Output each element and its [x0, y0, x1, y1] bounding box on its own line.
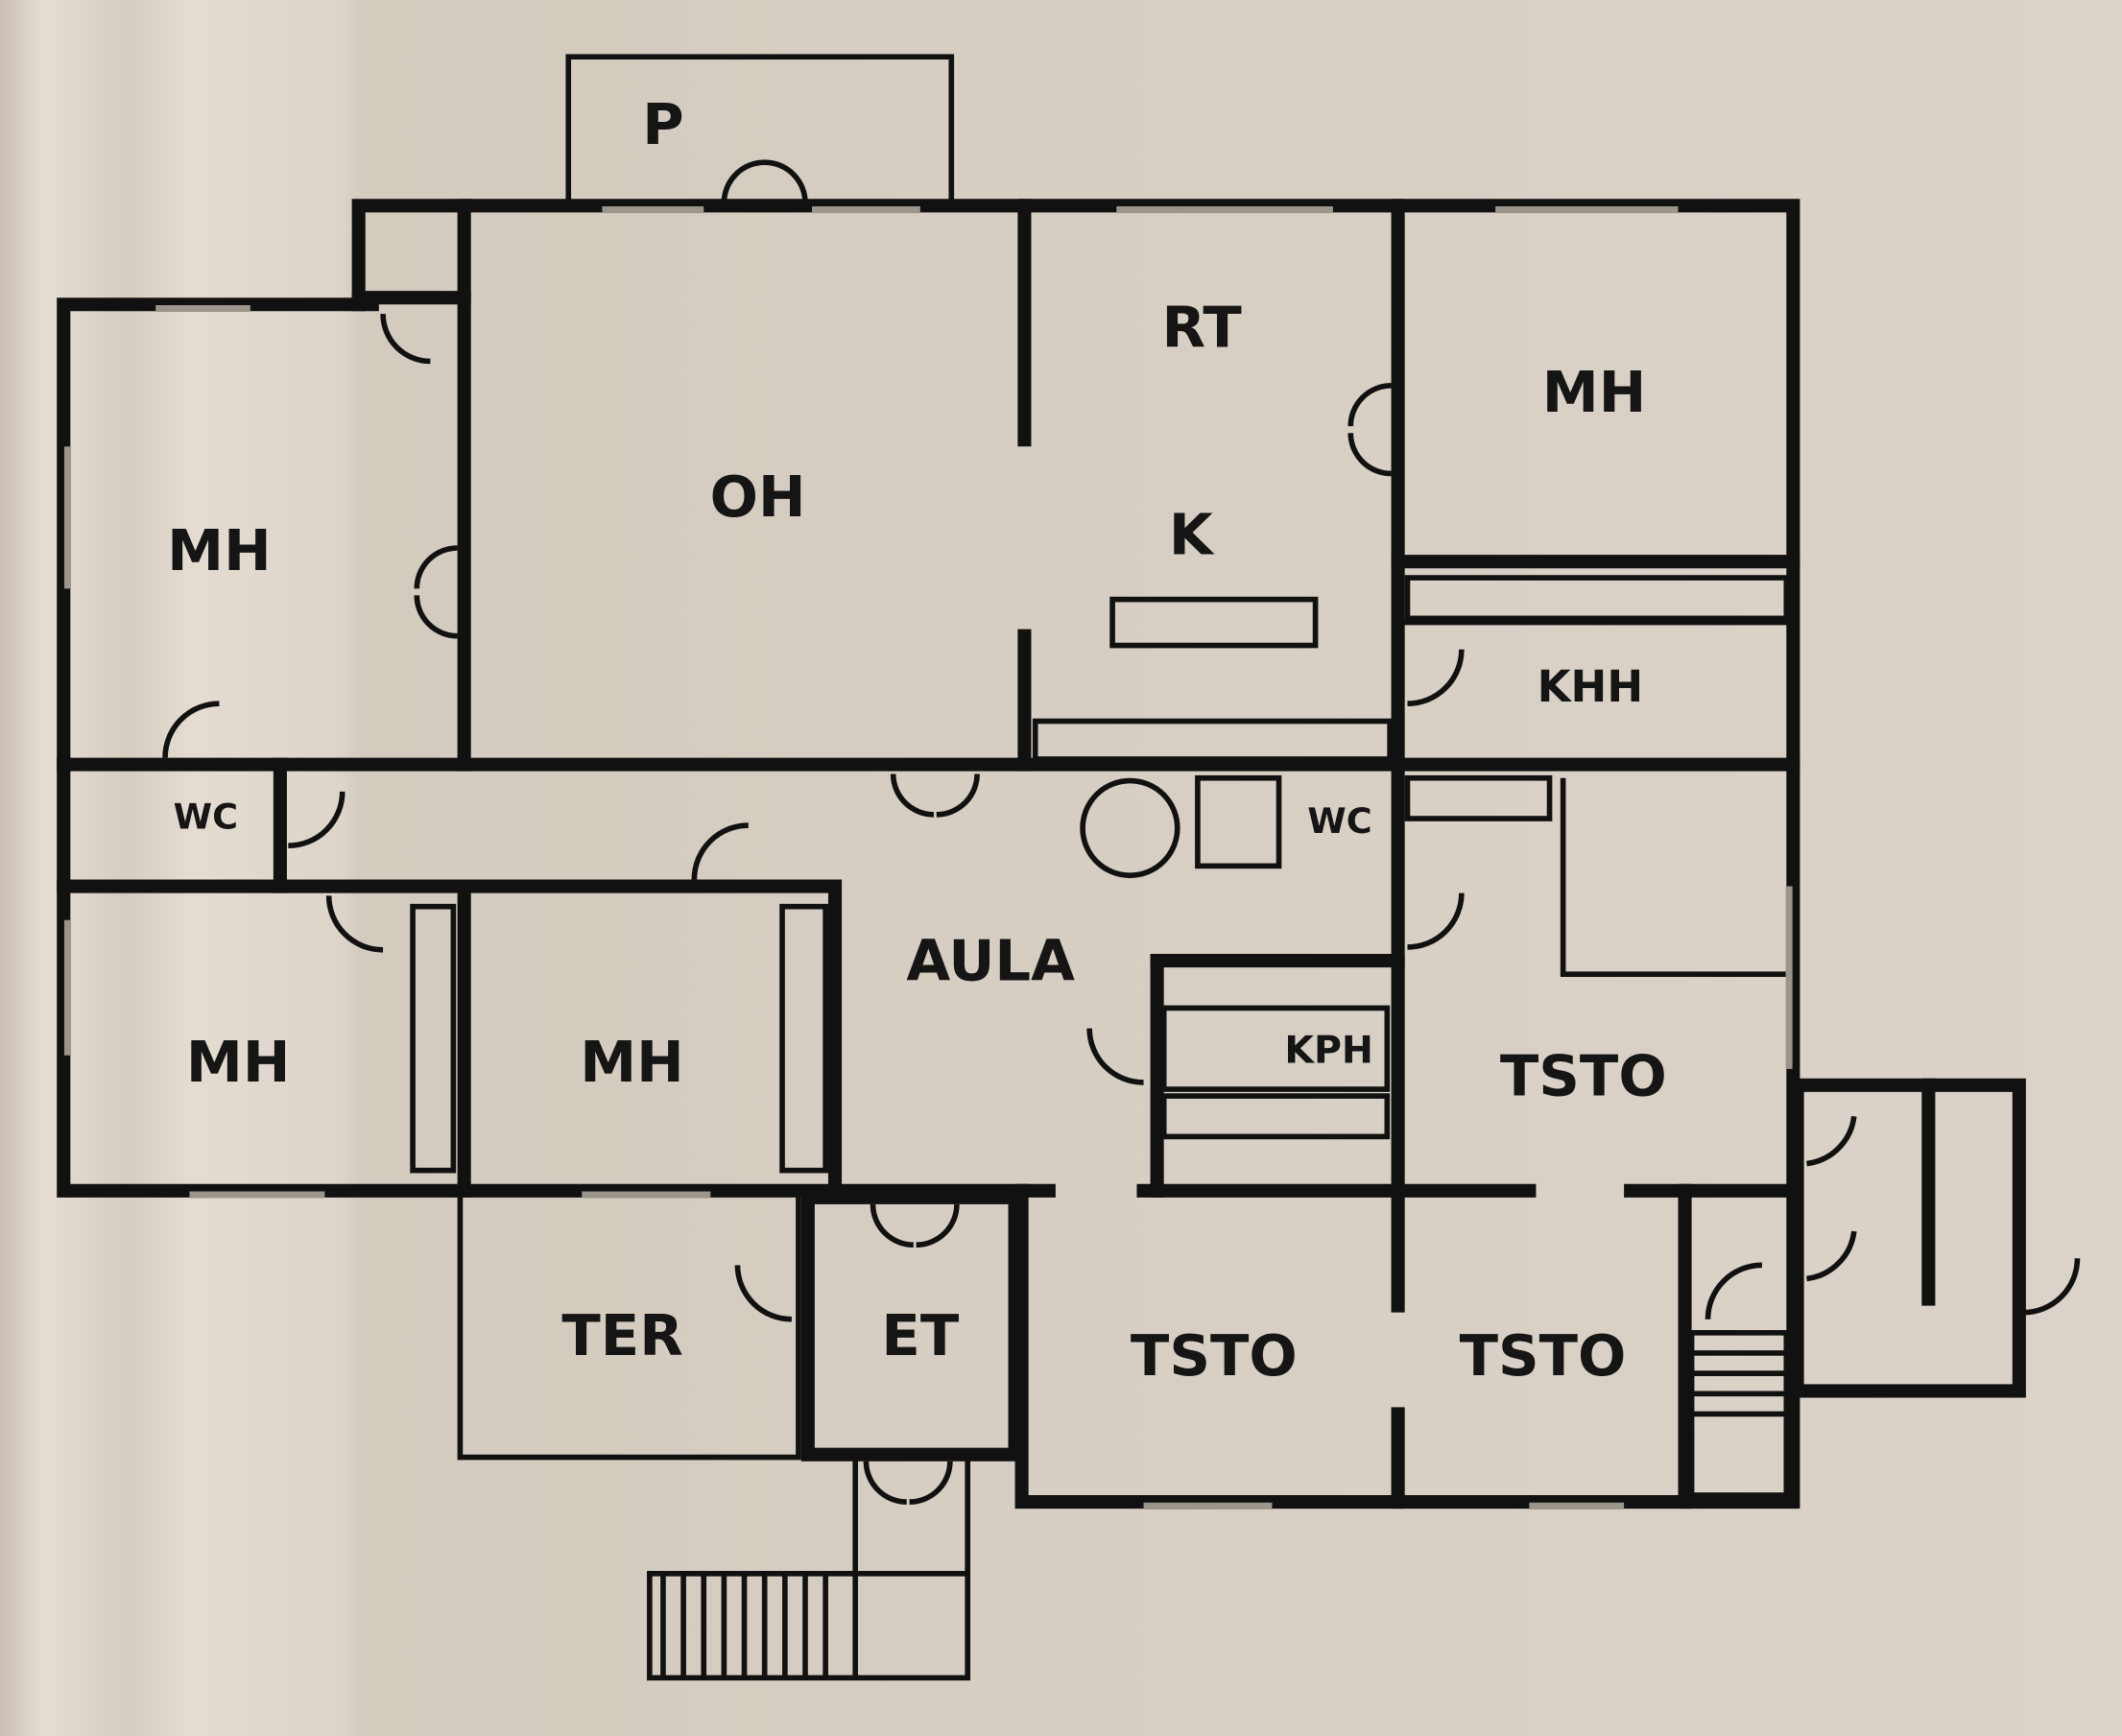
- room-label-wc-left: WC: [174, 797, 238, 838]
- room-label-et: ET: [881, 1302, 959, 1368]
- room-label-k: K: [1169, 501, 1215, 567]
- room-label-khh: KHH: [1538, 661, 1643, 712]
- room-label-mh-top-right: MH: [1542, 359, 1647, 425]
- doors: [162, 159, 2081, 1505]
- room-label-ter: TER: [561, 1302, 682, 1368]
- room-label-mh-center: MH: [580, 1029, 684, 1095]
- room-label-tsto-bottom-left: TSTO: [1131, 1322, 1298, 1389]
- room-label-mh-left-top: MH: [167, 517, 272, 583]
- room-label-oh: OH: [710, 464, 806, 530]
- walls: [57, 54, 2026, 1681]
- room-labels: P OH RT K MH MH KHH WC WC AULA MH MH KPH…: [167, 91, 1667, 1389]
- spiral-stair: [1080, 777, 1180, 879]
- room-label-tsto-bottom-right: TSTO: [1460, 1322, 1627, 1389]
- room-label-kph: KPH: [1284, 1028, 1373, 1072]
- room-label-wc-center: WC: [1307, 800, 1371, 842]
- room-label-tsto-right: TSTO: [1500, 1042, 1667, 1108]
- room-label-rt: RT: [1161, 295, 1242, 361]
- room-label-p: P: [642, 91, 683, 157]
- room-label-aula: AULA: [906, 927, 1075, 993]
- room-label-mh-left-bottom: MH: [186, 1029, 291, 1095]
- windows: [63, 206, 1793, 1510]
